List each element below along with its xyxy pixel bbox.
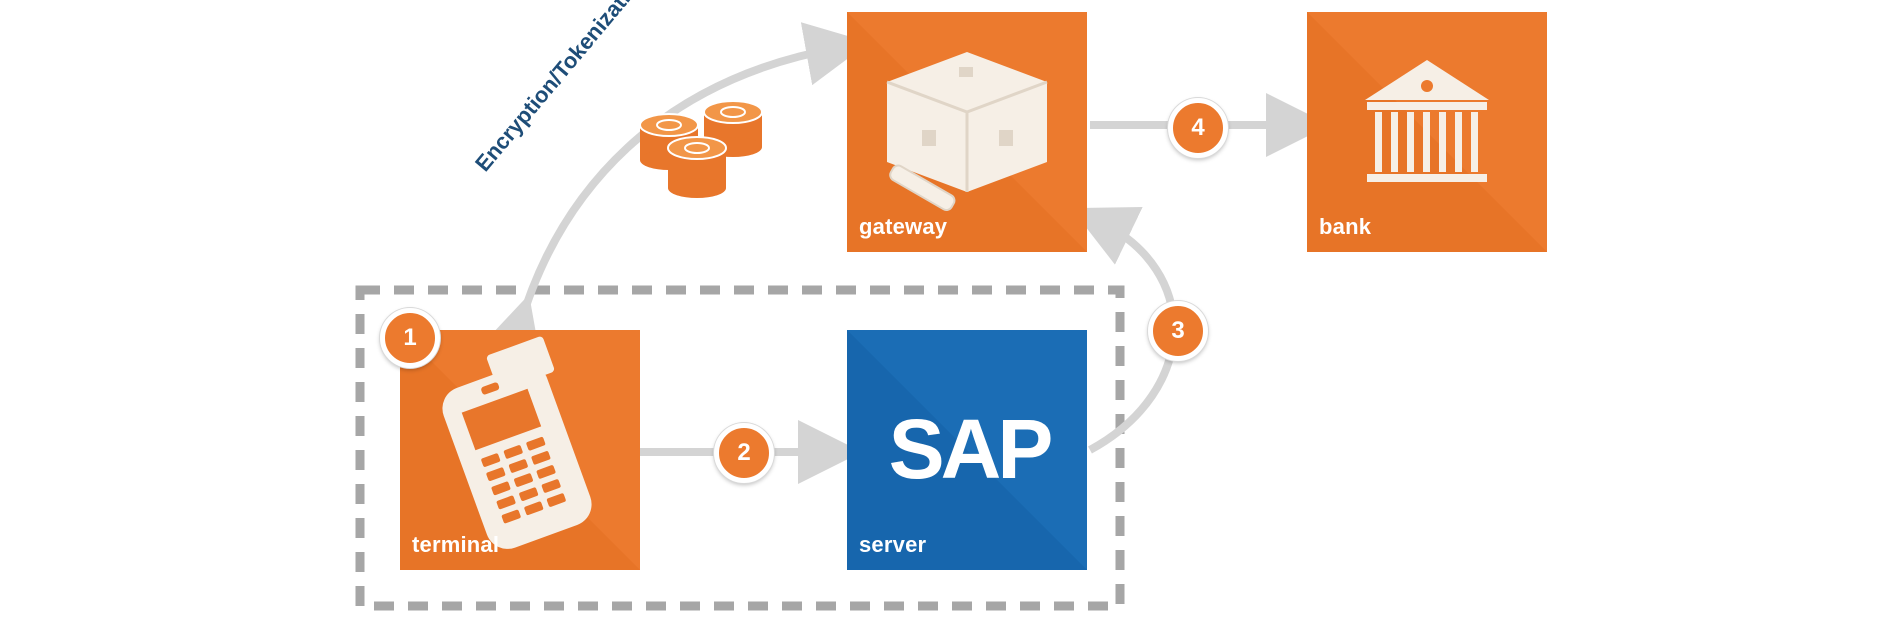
token-coins-icon	[639, 100, 763, 198]
terminal-label: terminal	[412, 532, 500, 557]
step-3-marker: 3	[1148, 301, 1208, 361]
bank-building-icon	[1365, 60, 1489, 182]
encryption-arrow-curve	[480, 22, 870, 365]
step-4-marker: 4	[1168, 98, 1228, 158]
step-1-marker: 1	[380, 308, 440, 368]
locked-cube-icon	[886, 52, 1048, 211]
sap-logo: SAP	[889, 408, 1054, 490]
card-terminal-icon	[442, 336, 592, 549]
server-node: server	[847, 330, 1087, 570]
terminal-node: terminal	[400, 330, 640, 570]
step-2-marker: 2	[714, 423, 774, 483]
bank-label: bank	[1319, 214, 1372, 239]
sap-logo-text: SAP	[889, 408, 1052, 490]
bank-node: bank	[1307, 12, 1547, 252]
gateway-node: gateway	[847, 12, 1087, 252]
server-label: server	[859, 532, 927, 557]
gateway-label: gateway	[859, 214, 948, 239]
